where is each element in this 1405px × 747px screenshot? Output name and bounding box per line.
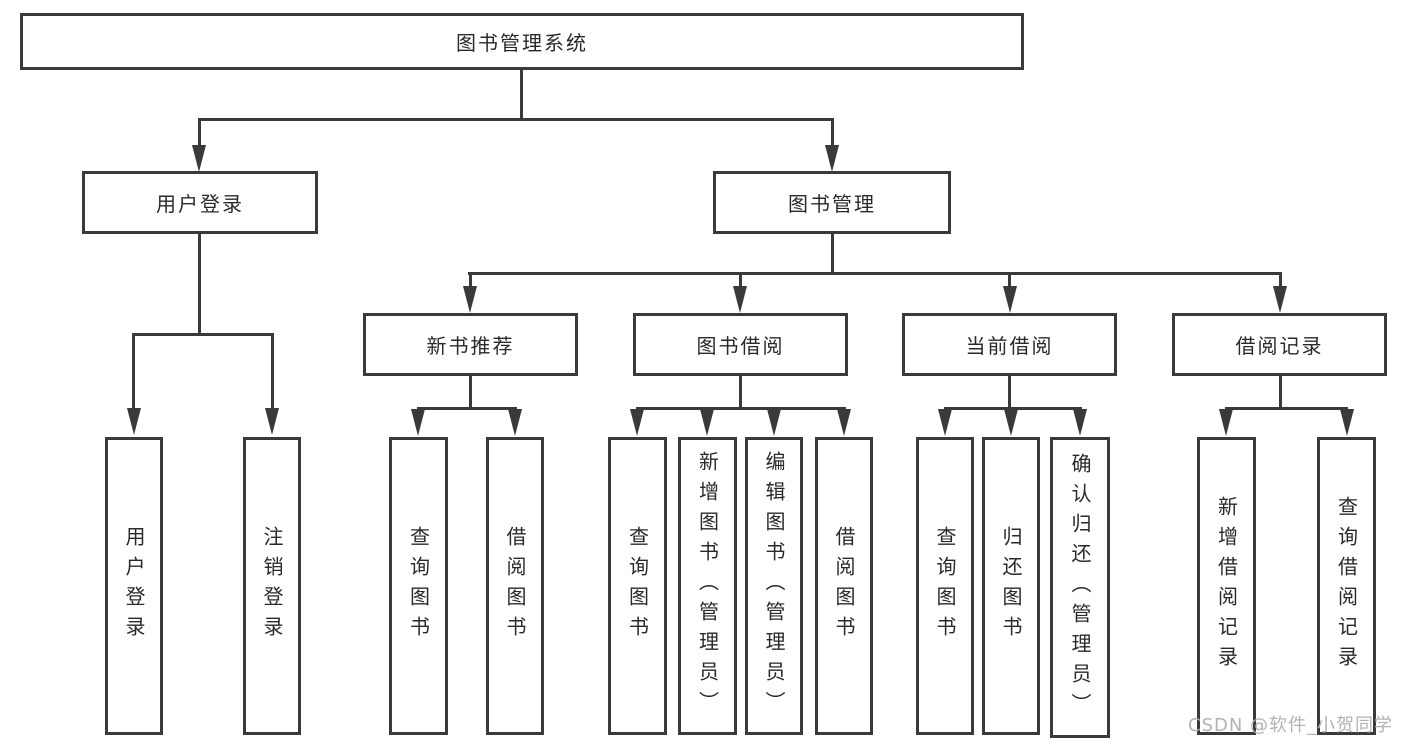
leaf-add-books-admin: 新增图书（管理员） [678, 437, 737, 735]
leaf-return-books: 归还图书 [982, 437, 1040, 735]
node-label: 查询借阅记录 [1334, 496, 1359, 676]
leaf-confirm-return-admin: 确认归还（管理员） [1050, 437, 1110, 738]
connector-line [132, 333, 135, 409]
leaf-borrow-books-recommend: 借阅图书 [486, 437, 544, 735]
arrow-down-icon [837, 409, 851, 436]
arrow-down-icon [630, 409, 644, 436]
node-label: 用户登录 [122, 526, 146, 646]
node-label: 注销登录 [260, 526, 284, 646]
connector-line [132, 333, 274, 336]
connector-line [417, 407, 517, 410]
connector-line [271, 333, 274, 409]
node-label: 新增借阅记录 [1214, 496, 1239, 676]
node-borrowing-records: 借阅记录 [1172, 313, 1387, 376]
node-label: 编辑图书（管理员） [762, 451, 786, 721]
connector-line [944, 407, 1082, 410]
node-label: 新书推荐 [426, 334, 515, 358]
node-label: 用户登录 [156, 192, 244, 216]
arrow-down-icon [508, 409, 522, 436]
node-label: 当前借阅 [965, 334, 1054, 358]
node-label: 归还图书 [999, 526, 1023, 646]
node-book-borrowing: 图书借阅 [633, 313, 848, 376]
arrow-down-icon [265, 408, 279, 435]
connector-line [636, 407, 846, 410]
leaf-user-login: 用户登录 [105, 437, 163, 735]
arrow-down-icon [733, 286, 747, 313]
node-label: 确认归还（管理员） [1068, 452, 1092, 723]
leaf-edit-books-admin: 编辑图书（管理员） [745, 437, 803, 735]
arrow-down-icon [825, 145, 839, 172]
arrow-down-icon [1340, 409, 1354, 436]
connector-line [469, 272, 472, 288]
node-label: 图书管理系统 [456, 31, 588, 55]
node-new-book-recommendation: 新书推荐 [363, 313, 578, 376]
connector-line [831, 234, 834, 275]
arrow-down-icon [700, 409, 714, 436]
connector-line [1008, 376, 1011, 409]
connector-line [739, 376, 742, 409]
leaf-logout: 注销登录 [243, 437, 301, 735]
connector-line [739, 272, 742, 288]
arrow-down-icon [1004, 409, 1018, 436]
connector-line [468, 272, 1282, 275]
connector-line [520, 70, 523, 120]
arrow-down-icon [1273, 286, 1287, 313]
connector-line [469, 376, 472, 409]
csdn-watermark: CSDN @软件_小贺同学 [1188, 715, 1394, 736]
connector-line [198, 118, 201, 148]
leaf-add-borrow-record: 新增借阅记录 [1197, 437, 1256, 735]
leaf-query-books-borrowing: 查询图书 [608, 437, 667, 735]
node-label: 图书借阅 [696, 334, 785, 358]
node-current-borrowing: 当前借阅 [902, 313, 1117, 376]
arrow-down-icon [1219, 409, 1233, 436]
arrow-down-icon [1073, 409, 1087, 436]
leaf-query-books-current: 查询图书 [916, 437, 974, 735]
leaf-borrow-books-borrowing: 借阅图书 [815, 437, 873, 735]
arrow-down-icon [463, 286, 477, 313]
arrow-down-icon [767, 409, 781, 436]
node-label: 借阅记录 [1235, 334, 1324, 358]
node-book-management: 图书管理 [713, 171, 951, 234]
connector-line [831, 118, 834, 148]
arrow-down-icon [1003, 286, 1017, 313]
node-label: 图书管理 [788, 192, 876, 216]
node-user-login: 用户登录 [82, 171, 318, 234]
arrow-down-icon [938, 409, 952, 436]
node-label: 借阅图书 [832, 526, 856, 646]
connector-line [1279, 272, 1282, 288]
node-label: 查询图书 [933, 526, 957, 646]
arrow-down-icon [411, 409, 425, 436]
node-library-management-system: 图书管理系统 [20, 13, 1024, 70]
arrow-down-icon [192, 145, 206, 172]
leaf-query-books-recommend: 查询图书 [389, 437, 448, 735]
arrow-down-icon [127, 408, 141, 435]
connector-line [1279, 376, 1282, 409]
node-label: 新增图书（管理员） [695, 451, 720, 721]
connector-line [198, 234, 201, 336]
leaf-query-borrow-record: 查询借阅记录 [1317, 437, 1376, 735]
connector-line [1008, 272, 1011, 288]
connector-line [198, 118, 834, 121]
node-label: 查询图书 [406, 526, 431, 646]
node-label: 查询图书 [625, 526, 650, 646]
node-label: 借阅图书 [503, 526, 527, 646]
connector-line [1225, 407, 1348, 410]
